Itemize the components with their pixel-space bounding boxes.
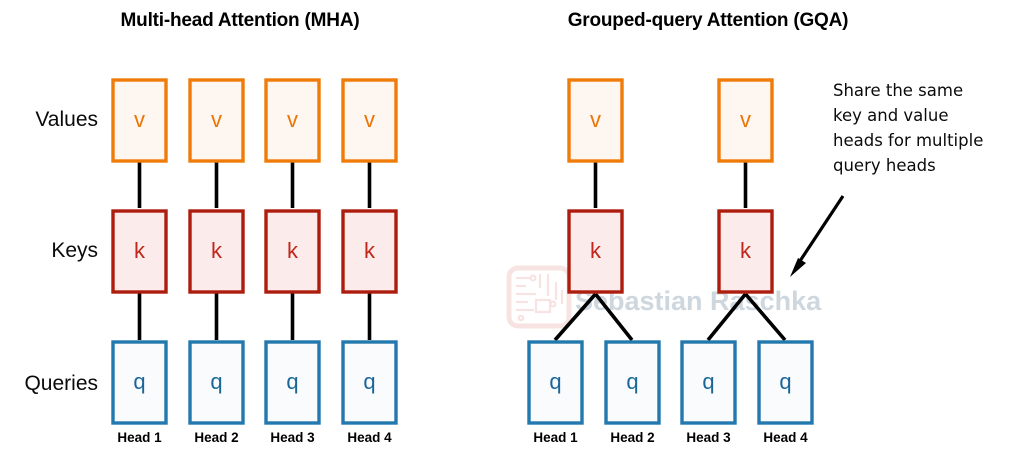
panel-mha: Multi-head Attention (MHA) Values Keys Q… — [24, 10, 398, 445]
value-cell: v — [264, 78, 321, 163]
key-cell: k — [341, 209, 398, 294]
query-letter: q — [210, 369, 222, 394]
value-letter: v — [211, 107, 222, 132]
head-label: Head 4 — [347, 430, 392, 445]
head-label: Head 2 — [194, 430, 238, 445]
mha-queries-row: q q q q — [111, 340, 398, 425]
value-cell: v — [717, 78, 774, 163]
query-cell: q — [680, 340, 737, 425]
query-letter: q — [779, 369, 791, 394]
gqa-branch-connectors — [553, 292, 787, 342]
annotation-callout: Share the same key and value heads for m… — [790, 81, 983, 277]
query-cell: q — [527, 340, 584, 425]
mha-head-labels: Head 1 Head 2 Head 3 Head 4 — [117, 430, 392, 445]
row-label-keys: Keys — [51, 239, 98, 262]
key-letter: k — [287, 238, 299, 263]
head-label: Head 1 — [533, 430, 578, 445]
mha-title: Multi-head Attention (MHA) — [121, 10, 360, 31]
value-cell: v — [341, 78, 398, 163]
value-cell: v — [188, 78, 245, 163]
annotation-line: key and value — [833, 106, 948, 125]
query-cell: q — [341, 340, 398, 425]
query-cell: q — [264, 340, 321, 425]
mha-values-row: v v v v — [111, 78, 398, 163]
mha-keys-row: k k k k — [111, 209, 398, 294]
query-letter: q — [133, 369, 145, 394]
head-label: Head 4 — [763, 430, 808, 445]
arrow-head-icon — [790, 258, 806, 277]
annotation-arrow — [790, 195, 845, 277]
key-letter: k — [590, 238, 602, 263]
panel-gqa: Grouped-query Attention (GQA) v v — [527, 10, 849, 445]
query-cell: q — [111, 340, 168, 425]
key-cell: k — [264, 209, 321, 294]
key-letter: k — [134, 238, 146, 263]
query-letter: q — [363, 369, 375, 394]
value-letter: v — [590, 107, 601, 132]
query-letter: q — [702, 369, 714, 394]
query-cell: q — [604, 340, 661, 425]
head-label: Head 2 — [610, 430, 654, 445]
key-cell: k — [188, 209, 245, 294]
gqa-title: Grouped-query Attention (GQA) — [568, 10, 849, 31]
watermark-logo — [506, 265, 572, 329]
gqa-values-row: v v — [567, 78, 774, 163]
query-letter: q — [286, 369, 298, 394]
value-letter: v — [134, 107, 145, 132]
value-letter: v — [287, 107, 298, 132]
gqa-keys-row: k k — [567, 209, 774, 294]
value-cell: v — [567, 78, 624, 163]
key-cell: k — [111, 209, 168, 294]
head-label: Head 3 — [686, 430, 731, 445]
query-cell: q — [188, 340, 245, 425]
query-cell: q — [757, 340, 814, 425]
key-letter: k — [364, 238, 376, 263]
annotation-line: query heads — [833, 156, 936, 175]
value-cell: v — [111, 78, 168, 163]
key-letter: k — [740, 238, 752, 263]
key-letter: k — [211, 238, 223, 263]
gqa-head-labels: Head 1 Head 2 Head 3 Head 4 — [533, 430, 808, 445]
key-cell: k — [567, 209, 624, 294]
row-label-values: Values — [35, 108, 98, 131]
head-label: Head 3 — [270, 430, 315, 445]
gqa-connectors-value-key — [593, 162, 748, 208]
gqa-queries-row: q q q q — [527, 340, 814, 425]
query-letter: q — [549, 369, 561, 394]
head-label: Head 1 — [117, 430, 162, 445]
row-label-queries: Queries — [24, 372, 98, 395]
query-letter: q — [626, 369, 638, 394]
annotation-line: Share the same — [833, 81, 963, 100]
mha-connectors-value-key — [137, 162, 372, 208]
key-cell: k — [717, 209, 774, 294]
annotation-line: heads for multiple — [833, 131, 983, 150]
mha-connectors-key-query — [137, 292, 372, 340]
value-letter: v — [364, 107, 375, 132]
value-letter: v — [740, 107, 751, 132]
